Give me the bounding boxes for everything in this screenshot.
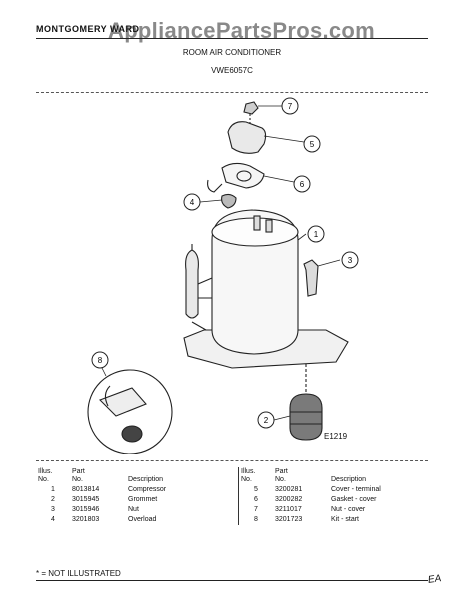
diagram-code: E1219: [324, 432, 348, 441]
header-illus-1-right: Illus.: [241, 468, 256, 475]
exploded-parts-diagram: 7 5 6 4 1 3 2 8: [87, 97, 359, 454]
not-illustrated-note: * = NOT ILLUSTRATED: [36, 569, 121, 578]
footer-rule: [36, 580, 428, 581]
callout-2: 2: [264, 416, 269, 425]
header-part-1: Part: [72, 468, 85, 475]
callout-6: 6: [300, 180, 305, 189]
handwritten-initials: EA: [427, 573, 443, 586]
header-part-2-right: No.: [275, 476, 286, 483]
illus-no: 6: [238, 495, 273, 505]
table-row: 4 3201803 Overload 8 3201723 Kit - start: [36, 515, 428, 525]
part-no: 3015946: [72, 506, 100, 513]
part-no: 3201723: [275, 516, 303, 523]
illus-no: 4: [51, 516, 55, 523]
document-title: ROOM AIR CONDITIONER: [182, 48, 282, 57]
callout-7: 7: [288, 102, 293, 111]
header-illus-1: Illus.: [38, 468, 53, 475]
terminal-cover: [227, 121, 267, 154]
header-rule: [36, 38, 428, 39]
header-description: Description: [128, 476, 164, 483]
illus-no: 1: [51, 486, 55, 493]
part-no: 3200281: [275, 486, 303, 493]
header-illus-2-right: No.: [241, 476, 252, 483]
callout-labels: 7 5 6 4 1 3 2 8: [91, 97, 359, 429]
table-row: 3 3015946 Nut 7 3211017 Nut - cover: [36, 505, 428, 515]
part-no: 3200282: [275, 496, 303, 503]
table-row: 2 3015945 Grommet 6 3200282 Gasket - cov…: [36, 495, 428, 505]
part-no: 3211017: [275, 506, 302, 513]
callout-8: 8: [98, 356, 103, 365]
mounting-nut: [303, 259, 319, 297]
start-kit-inset: [87, 369, 173, 454]
part-no: 3015945: [72, 496, 100, 503]
header-description-right: Description: [331, 476, 367, 483]
part-no: 3201803: [72, 516, 100, 523]
cover-gasket: [221, 162, 265, 189]
accumulator: [185, 249, 199, 319]
cover-nut: [243, 101, 259, 115]
part-description: Kit - start: [331, 516, 360, 523]
header-part-2: No.: [72, 476, 83, 483]
header-part-1-right: Part: [275, 468, 288, 475]
illus-no: 5: [238, 485, 273, 495]
overload: [221, 193, 237, 209]
callout-3: 3: [348, 256, 353, 265]
part-description: Gasket - cover: [331, 496, 377, 503]
part-description: Cover - terminal: [331, 486, 381, 493]
callout-5: 5: [310, 140, 315, 149]
illus-no: 7: [238, 505, 273, 515]
part-description: Compressor: [128, 486, 167, 493]
watermark: AppliancePartsPros.com: [108, 18, 376, 43]
header-illus-2: No.: [38, 476, 49, 483]
grommet: [289, 393, 323, 441]
compressor-shell: [211, 209, 299, 355]
model-number: VWE6057C: [211, 66, 253, 75]
callout-4: 4: [190, 198, 195, 207]
illus-no: 3: [51, 506, 55, 513]
part-description: Grommet: [128, 496, 158, 503]
brand-name: MONTGOMERY WARD: [36, 24, 140, 34]
part-description: Nut - cover: [331, 506, 366, 513]
callout-1: 1: [314, 230, 319, 239]
part-description: Nut: [128, 506, 139, 513]
diagram-top-rule: [36, 92, 428, 93]
illus-no: 8: [238, 515, 273, 525]
part-description: Overload: [128, 516, 157, 523]
table-top-rule: [36, 460, 428, 461]
illus-no: 2: [51, 496, 55, 503]
table-row: 1 8013814 Compressor 5 3200281 Cover - t…: [36, 485, 428, 495]
part-no: 8013814: [72, 486, 100, 493]
